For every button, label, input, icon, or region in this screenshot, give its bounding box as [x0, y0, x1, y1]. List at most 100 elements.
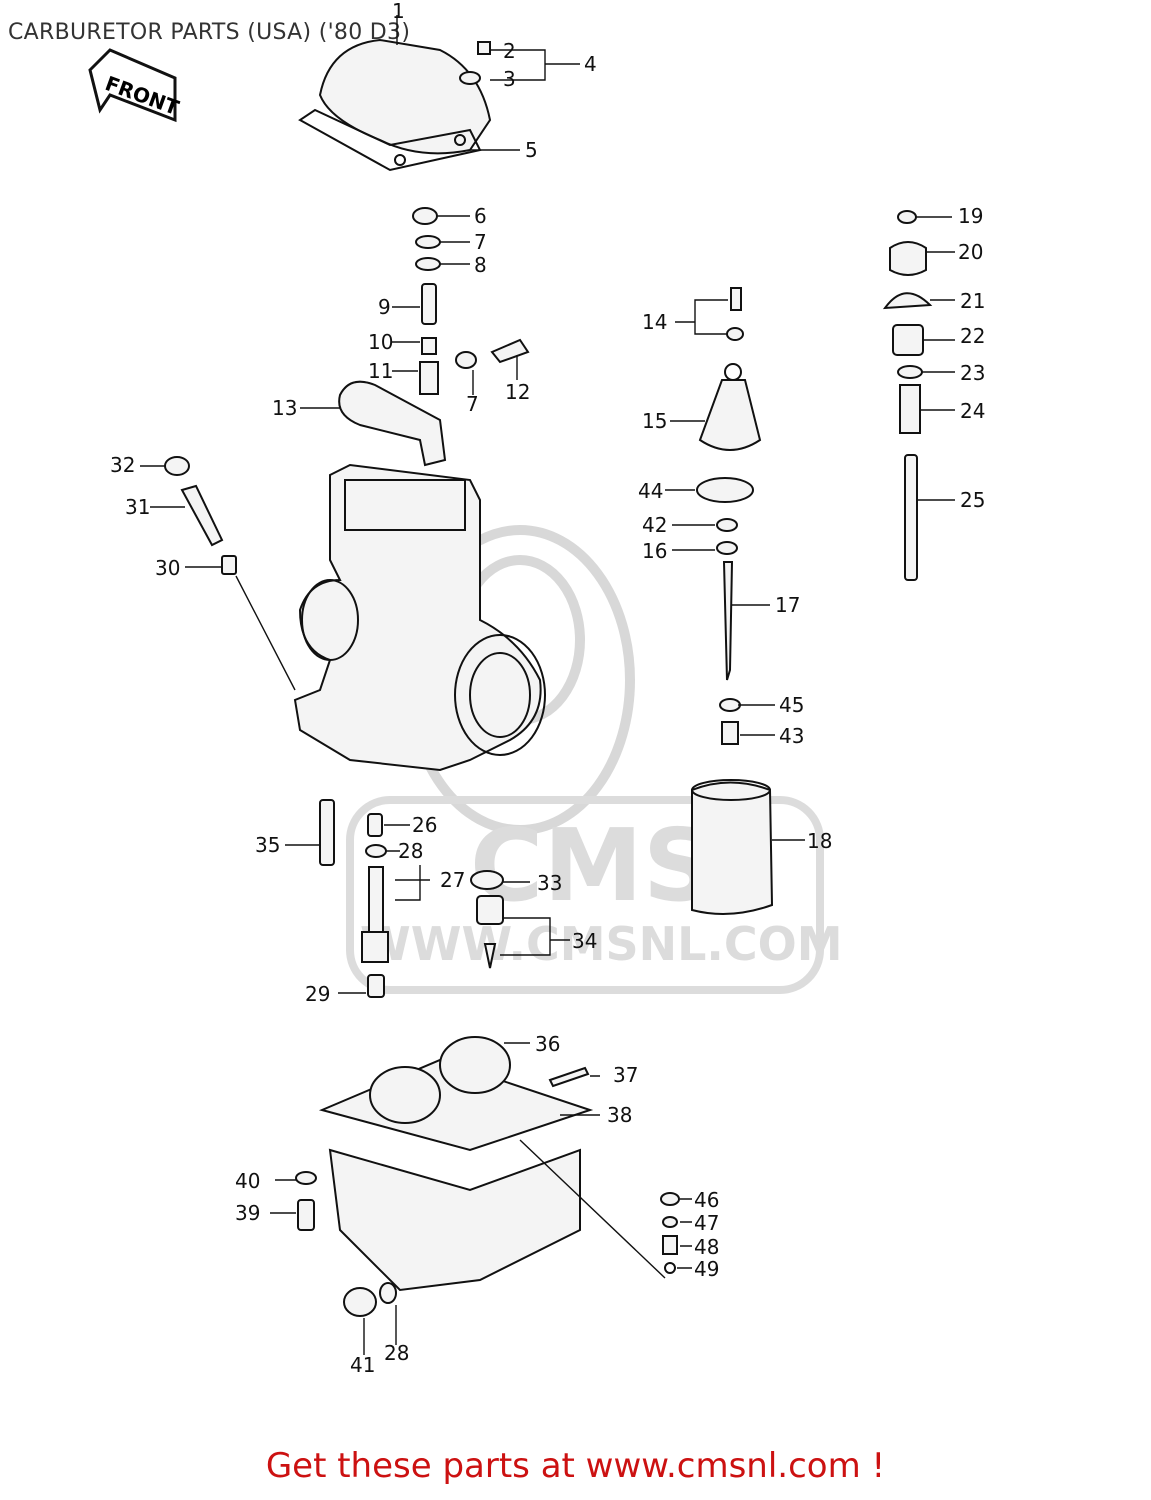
- callout-24: 24: [960, 399, 985, 423]
- callout-7b: 7: [466, 392, 479, 416]
- screw-39: [297, 1199, 315, 1231]
- callout-28: 28: [398, 839, 423, 863]
- washer-3: [459, 71, 481, 85]
- footer-link-text[interactable]: Get these parts at www.cmsnl.com !: [265, 1446, 886, 1486]
- nut-7: [455, 351, 477, 369]
- spring-24: [899, 384, 921, 434]
- callout-43: 43: [779, 724, 804, 748]
- cap-32: [164, 456, 190, 476]
- spring-11: [419, 361, 439, 395]
- jet-29: [367, 974, 385, 998]
- callout-10: 10: [368, 330, 393, 354]
- float-bowl: [318, 1058, 594, 1292]
- callout-39: 39: [235, 1201, 260, 1225]
- needle-17: [722, 561, 734, 681]
- washer-45: [719, 698, 741, 712]
- nut-19: [897, 210, 917, 224]
- carburetor-body: [293, 463, 546, 772]
- callout-22: 22: [960, 324, 985, 348]
- callout-12: 12: [505, 380, 530, 404]
- plate-44: [696, 477, 754, 503]
- callout-20: 20: [958, 240, 983, 264]
- jet-35: [319, 799, 335, 866]
- callout-41: 41: [350, 1353, 375, 1377]
- cable-adjuster-31: [180, 484, 224, 547]
- callout-18: 18: [807, 829, 832, 853]
- callout-16: 16: [642, 539, 667, 563]
- clip-16: [716, 541, 738, 555]
- callout-13: 13: [272, 396, 297, 420]
- needle-jet-27: [361, 866, 389, 963]
- callout-35: 35: [255, 833, 280, 857]
- cap-20: [889, 241, 927, 276]
- callout-27: 27: [440, 868, 465, 892]
- callout-38: 38: [607, 1103, 632, 1127]
- spring-43: [721, 721, 739, 745]
- callout-6: 6: [474, 204, 487, 228]
- washer-28-bowl: [379, 1282, 397, 1304]
- callout-15: 15: [642, 409, 667, 433]
- callout-3: 3: [503, 67, 516, 91]
- callout-labels: 1 2 3 4 5 6 7 8 9 10 11 7 12 13 14 15 44…: [110, 0, 985, 1377]
- callout-40: 40: [235, 1169, 260, 1193]
- callout-5: 5: [525, 138, 538, 162]
- drain-screw-41: [343, 1287, 377, 1317]
- callout-28b: 28: [384, 1341, 409, 1365]
- nut-14: [726, 327, 744, 341]
- callout-37: 37: [613, 1063, 638, 1087]
- callout-9: 9: [378, 295, 391, 319]
- callout-25: 25: [960, 488, 985, 512]
- callout-30: 30: [155, 556, 180, 580]
- callout-2: 2: [503, 39, 516, 63]
- callout-1: 1: [392, 0, 405, 23]
- callout-42: 42: [642, 513, 667, 537]
- callout-23: 23: [960, 361, 985, 385]
- nut-6: [412, 207, 438, 225]
- callout-29: 29: [305, 982, 330, 1006]
- washer-40: [295, 1171, 317, 1185]
- plug-10: [421, 337, 437, 355]
- callout-34: 34: [572, 929, 597, 953]
- callout-32: 32: [110, 453, 135, 477]
- callout-49: 49: [694, 1257, 719, 1281]
- valve-seat-34: [476, 895, 504, 969]
- pin-37: [548, 1066, 590, 1088]
- callout-26: 26: [412, 813, 437, 837]
- watermark-site: WWW.CMSNL.COM: [360, 917, 843, 971]
- screw-14: [730, 287, 742, 311]
- screw-30: [221, 555, 237, 575]
- bolt-12: [490, 338, 530, 364]
- washer-28: [365, 844, 387, 858]
- jet-26: [367, 813, 383, 837]
- callout-48: 48: [694, 1235, 719, 1259]
- washer-42: [716, 518, 738, 532]
- screw-2: [477, 41, 491, 55]
- lever-13: [338, 380, 447, 467]
- callout-47: 47: [694, 1211, 719, 1235]
- parts-46-49: [660, 1192, 680, 1274]
- boot-21: [882, 292, 933, 310]
- callout-17: 17: [775, 593, 800, 617]
- leader-lines: [140, 15, 955, 1355]
- callout-36: 36: [535, 1032, 560, 1056]
- callout-46: 46: [694, 1188, 719, 1212]
- float-36: [369, 1036, 511, 1124]
- gasket-33: [470, 870, 504, 890]
- washer-8: [415, 257, 441, 271]
- adjuster-9: [421, 283, 437, 325]
- callout-44: 44: [638, 479, 663, 503]
- plunger-25: [904, 454, 918, 581]
- washer-7: [415, 235, 441, 249]
- slide-18: [691, 779, 774, 915]
- callout-21: 21: [960, 289, 985, 313]
- callout-31: 31: [125, 495, 150, 519]
- exploded-parts-diagram: CMS WWW.CMSNL.COM FRONT: [88, 0, 985, 1377]
- nut-22: [892, 324, 924, 356]
- callout-8: 8: [474, 253, 487, 277]
- callout-45: 45: [779, 693, 804, 717]
- callout-33: 33: [537, 871, 562, 895]
- front-arrow-icon: FRONT: [88, 48, 182, 123]
- callout-14: 14: [642, 310, 667, 334]
- ring-23: [897, 365, 923, 379]
- carb-top-cap: [298, 38, 492, 172]
